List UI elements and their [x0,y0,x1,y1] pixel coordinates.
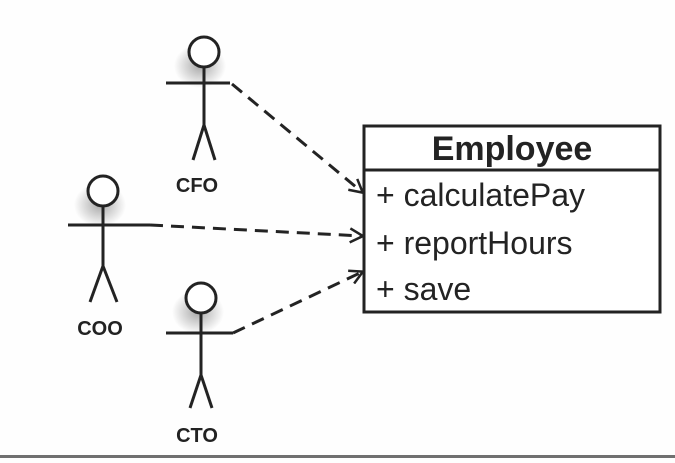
actor-cfo-head [187,35,221,69]
actor-cfo-label: CFO [176,175,218,197]
dependency-arrow-coo [149,223,362,236]
actor-coo-left-leg [88,265,105,303]
actor-coo-label: COO [77,318,123,340]
actor-cfo-left-leg [191,124,206,161]
actor-cto-right-leg [199,374,214,409]
class-box [362,124,662,314]
actor-cto: CTO [166,281,233,447]
class-operation-save: + save [376,271,471,307]
actor-coo-right-leg [101,265,119,303]
actor-cto-label: CTO [176,425,218,447]
bottom-rule [0,455,675,458]
actor-cfo: CFO [166,35,230,197]
dependency-arrow-cto [232,272,362,335]
class-operation-calculate-pay: + calculatePay [376,177,585,213]
actor-coo: COO [68,174,150,340]
class-employee: Employee + calculatePay + reportHours + … [362,124,662,314]
actor-cfo-right-leg [202,124,217,161]
class-operation-report-hours: + reportHours [376,225,573,261]
actor-coo-head [86,174,120,208]
dependency-arrow-cfo [231,82,362,192]
actor-cto-left-leg [188,374,203,409]
actor-cto-head [184,281,218,315]
class-name: Employee [432,130,593,168]
